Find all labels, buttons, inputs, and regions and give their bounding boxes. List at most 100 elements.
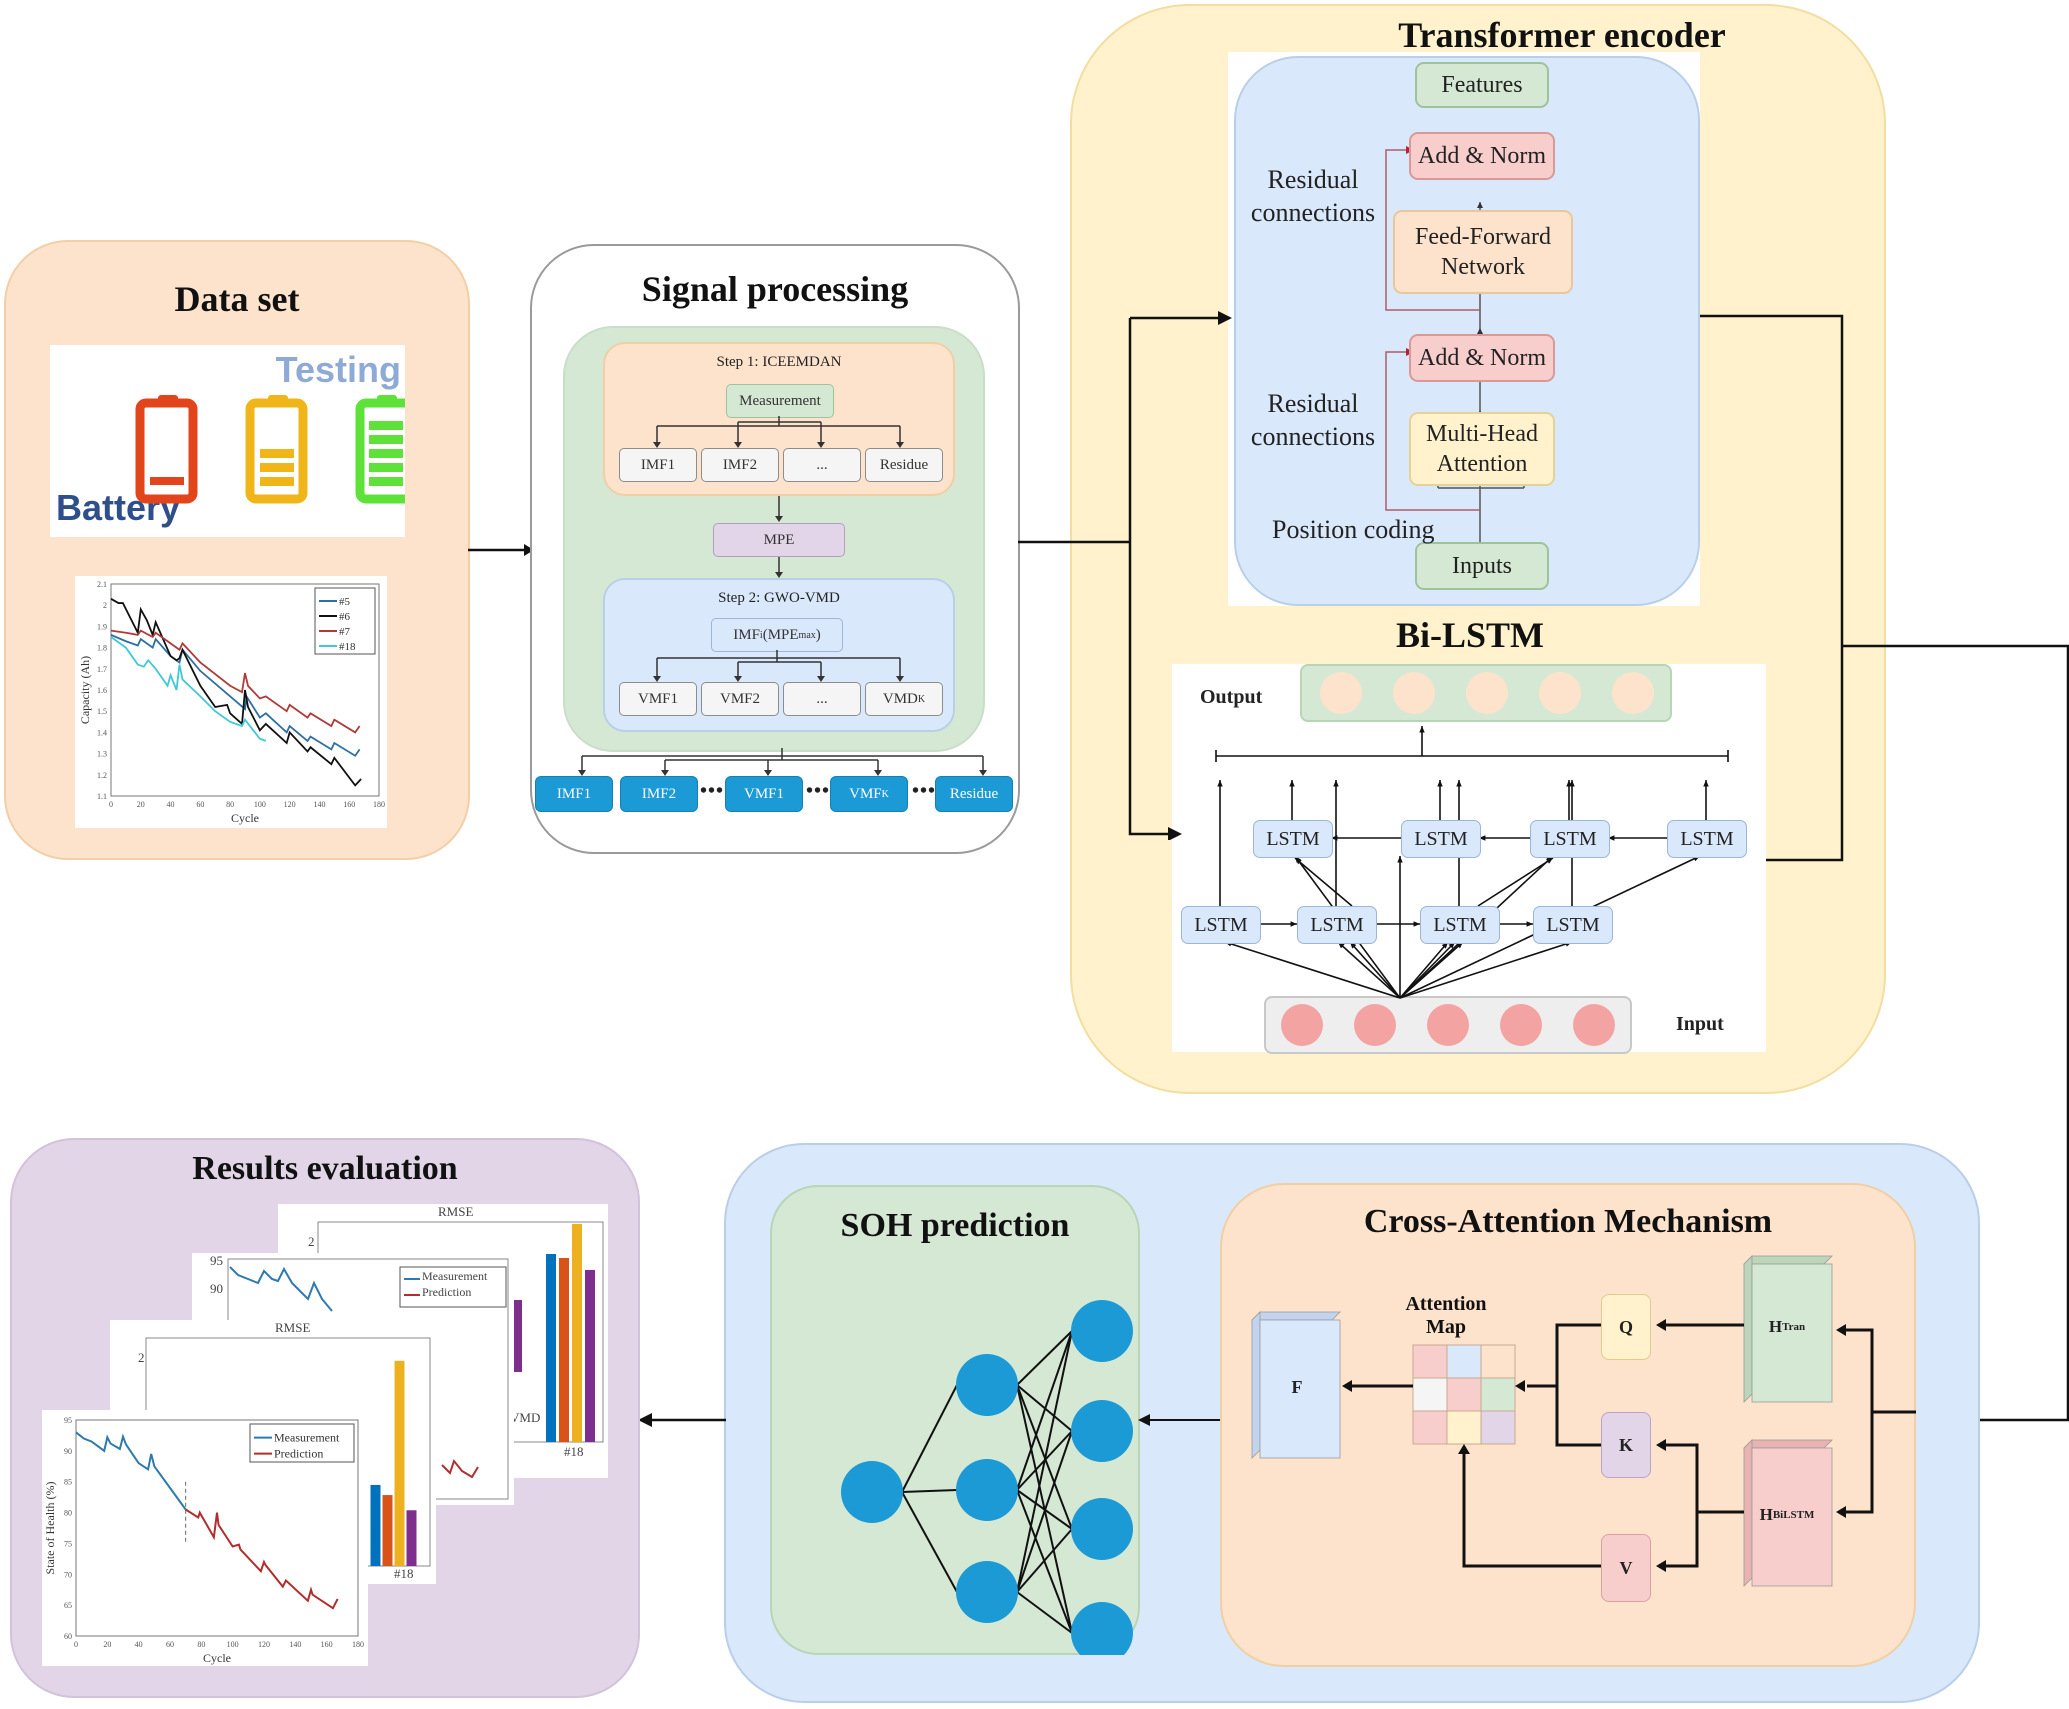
soh-mid-legend-prediction: Prediction (422, 1285, 472, 1299)
nn-edge (901, 1384, 958, 1493)
nn-node-layer-2 (1071, 1602, 1133, 1655)
attention-map-cell (1446, 1377, 1482, 1412)
soh-mid-tick-90: 90 (210, 1281, 223, 1296)
nn-edge (901, 1491, 958, 1593)
arrowhead (1526, 921, 1533, 927)
arrowhead (1437, 780, 1443, 787)
bilstm-input-label: Input (1676, 1013, 1724, 1035)
arrowhead (1342, 1380, 1352, 1392)
arrowhead (1515, 1380, 1525, 1392)
battery-card: Testing Battery (50, 345, 405, 537)
mpe-connectors (775, 496, 783, 578)
series-line-n5 (110, 634, 361, 757)
soh-neural-network (841, 1300, 1133, 1655)
attention-map-cell (1480, 1377, 1516, 1412)
arrowhead (1397, 856, 1403, 863)
y-tick-label: 2 (103, 601, 107, 610)
box-front (1751, 1263, 1833, 1403)
vmd-k-subscript: K (917, 693, 926, 705)
arrows-signal-to-models (1018, 311, 1232, 840)
full-battery-icon (355, 395, 405, 504)
arrowhead (1419, 726, 1425, 733)
output-node (1612, 672, 1654, 714)
soh-mid-tick-95: 95 (210, 1253, 223, 1268)
edge-v-to-map (1462, 1454, 1601, 1568)
mha-line1: Multi-Head (1426, 421, 1538, 447)
x-tick-label: 20 (103, 1640, 111, 1649)
output-node (1539, 672, 1581, 714)
nn-node-layer-2 (1071, 1498, 1133, 1560)
arrowhead (1836, 1506, 1846, 1518)
arrowhead (1656, 1560, 1666, 1572)
forward-to-backward (1477, 857, 1554, 907)
attention-map-cell (1412, 1410, 1448, 1445)
battery-label: Battery (56, 487, 181, 528)
bar (546, 1254, 556, 1442)
x-tick-label: 0 (74, 1640, 78, 1649)
lstm-backward-2: LSTM (1401, 820, 1481, 858)
y-tick-label: 65 (64, 1601, 72, 1610)
output-node (1320, 672, 1362, 714)
imf-mid-text: (MPE (762, 626, 799, 643)
residual-bottom-line2: connections (1250, 421, 1376, 451)
transformer-title: Transformer encoder (1398, 15, 1726, 55)
y-tick-label: 85 (64, 1478, 72, 1487)
arrowhead (1295, 858, 1302, 865)
output-node (1393, 672, 1435, 714)
y-tick-label: 75 (64, 1539, 72, 1548)
arrowhead (1546, 858, 1553, 864)
lstm-backward-4: LSTM (1667, 820, 1747, 858)
mpe-box: MPE (713, 523, 845, 557)
input-node (1500, 1004, 1542, 1046)
x-tick-label: 180 (352, 1640, 364, 1649)
step2-item-ellipsis: ... (783, 682, 861, 716)
ffn-line2: Network (1441, 254, 1525, 280)
series-line-n18 (110, 636, 267, 742)
low-battery-icon (135, 395, 198, 504)
bar (382, 1495, 393, 1566)
bar (514, 1300, 522, 1372)
step1-title: Step 1: ICEEMDAN (716, 354, 842, 370)
measurement-box: Measurement (726, 384, 834, 418)
nn-node-layer-0 (841, 1461, 903, 1523)
input-node (1281, 1004, 1323, 1046)
battery-icons (135, 395, 405, 504)
lstm-forward-3: LSTM (1420, 906, 1500, 944)
imf-subscript: i (759, 629, 763, 641)
bilstm-block (1172, 664, 1766, 1052)
bar (394, 1360, 405, 1566)
h-tran-text: H (1768, 1317, 1783, 1336)
arrowhead (1331, 835, 1338, 841)
soh-title: SOH prediction (840, 1207, 1070, 1244)
step1-item-ellipsis: ... (783, 448, 861, 482)
nn-edge (1016, 1330, 1073, 1491)
nn-edge (1016, 1430, 1073, 1593)
x-tick-label: 140 (289, 1640, 301, 1649)
box-front (1751, 1447, 1833, 1587)
h-tran-block (1743, 1255, 1833, 1403)
features-box: Features (1415, 62, 1549, 108)
forward-to-backward (1294, 857, 1353, 907)
y-tick-label: 90 (64, 1447, 72, 1456)
residual-top-line1: Residual (1267, 165, 1359, 194)
attention-map-cell (1412, 1377, 1448, 1412)
k-box: K (1601, 1412, 1651, 1478)
cross-attention-graphics (1251, 1255, 1916, 1587)
arrowhead (1479, 835, 1486, 841)
step2-title: Step 2: GWO-VMD (718, 590, 840, 606)
x-tick-label: 60 (196, 800, 204, 809)
y-tick-label: 2.1 (97, 580, 107, 589)
input-fan (1349, 941, 1401, 999)
y-tick-label: 1.8 (97, 644, 107, 653)
nn-node-layer-2 (1071, 1400, 1133, 1462)
nn-edge (901, 1489, 958, 1493)
arrowhead (1290, 921, 1297, 927)
output-vmf1: VMF1 (725, 776, 803, 812)
